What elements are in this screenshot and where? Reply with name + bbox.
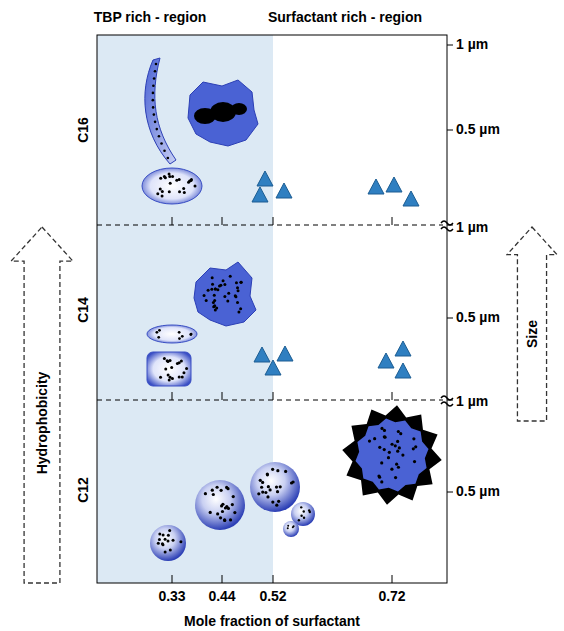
dashed-arrow: Hydrophobicity [10,226,74,584]
region-label: Surfactant rich - region [268,10,422,25]
arrow-label: Hydrophobicity [34,372,50,475]
scale-label: 1 µm [456,394,488,409]
micelle-triangles [252,171,419,378]
arrow-label: Size [524,320,540,348]
scale-label: 0.5 µm [456,484,500,499]
scale-label: 0.5 µm [456,310,500,325]
axis-title: Mole fraction of surfactant [184,614,360,629]
tick-label: 0.33 [158,589,185,604]
chain-label: C14 [76,297,91,323]
tick-label: 0.44 [208,589,235,604]
dashed-arrow: Size [506,226,558,422]
divider [97,400,443,401]
aggregates [142,58,442,561]
divider [97,225,443,226]
scale-label: 0.5 µm [456,122,500,137]
chain-label: C12 [76,477,91,503]
scale-label: 1 µm [456,37,488,52]
plot-frame [97,35,447,583]
ticks [172,45,453,583]
tbp-region [97,35,273,583]
scale-label: 1 µm [456,220,488,235]
tick-label: 0.72 [378,589,405,604]
axis-break [441,221,453,406]
speckles [152,63,418,554]
region-label: TBP rich - region [94,10,207,25]
chain-label: C16 [76,117,91,143]
tick-label: 0.52 [259,589,286,604]
